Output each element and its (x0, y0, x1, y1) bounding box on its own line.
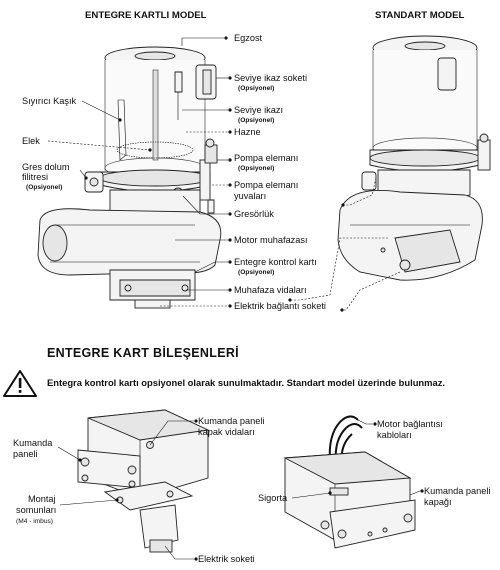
control-box-left-drawing (77, 409, 210, 553)
bottom-right-leaders (291, 419, 424, 499)
optional-tag: (Opsiyonel) (238, 117, 274, 124)
label-level-warning: Seviye ikazı (234, 105, 283, 115)
integrated-model-title: ENTEGRE KARTLI MODEL (85, 10, 207, 21)
integrated-pump-drawing (37, 46, 222, 309)
integrated-leaders (47, 36, 232, 308)
standard-pump-drawing (337, 35, 491, 281)
bottom-left-leaders (57, 419, 198, 561)
label-grease-nipple: Gresörlük (234, 209, 274, 219)
label-exhaust: Egzost (234, 33, 263, 43)
label-pump-element-seat-1: Pompa elemanı (234, 180, 298, 190)
warning-triangle-icon (3, 370, 37, 397)
optional-tag: (Opsiyonel) (238, 269, 274, 276)
label-level-warning-socket: Seviye ikaz soketi (234, 73, 307, 83)
label-pump-element-seat-2: yuvaları (234, 191, 266, 201)
label-control-card: Entegre kontrol kartı (234, 257, 317, 267)
label-housing-screws: Muhafaza vidaları (234, 285, 307, 295)
label-panel-cover-screws-1: Kumanda paneli (198, 416, 264, 426)
optional-tag: (Opsiyonel) (238, 85, 274, 92)
label-mount-nuts-spec: (M4 - imbus) (16, 518, 53, 525)
label-panel-cover-2: kapağı (424, 497, 452, 507)
label-control-panel-2: paneli (13, 449, 38, 459)
label-grease-filter-2: filitresi (22, 172, 48, 182)
label-control-panel-1: Kumanda (13, 438, 53, 448)
label-panel-cover-1: Kumanda paneli (424, 486, 490, 496)
optional-tag: (Opsiyonel) (26, 184, 62, 191)
section-heading: ENTEGRE KART BİLEŞENLERİ (47, 345, 239, 360)
label-grease-filter-1: Gres dolum (22, 162, 70, 172)
standard-model-title: STANDART MODEL (375, 10, 464, 21)
label-pump-element: Pompa elemanı (234, 153, 298, 163)
label-mount-nuts-1: Montaj (28, 494, 56, 504)
optional-tag: (Opsiyonel) (238, 165, 274, 172)
label-mount-nuts-2: somunları (16, 505, 56, 515)
label-panel-cover-screws-2: kapak vidaları (198, 427, 255, 437)
label-electric-socket-bottom: Elektrik soketi (198, 554, 255, 564)
label-reservoir: Hazne (234, 127, 261, 137)
label-electric-socket: Elektrik bağlantı soketi (234, 301, 326, 311)
control-box-right-drawing (283, 415, 416, 549)
label-motor-cables-1: Motor bağlantısı (377, 419, 443, 429)
label-fuse: Sigorta (258, 493, 288, 503)
label-strainer: Elek (22, 136, 40, 146)
standard-leaders (288, 177, 401, 312)
label-scraper-blade: Sıyırıcı Kaşık (22, 96, 77, 106)
warning-text: Entegra kontrol kartı opsiyonel olarak s… (47, 377, 445, 388)
label-motor-housing: Motor muhafazası (234, 235, 308, 245)
label-motor-cables-2: kabloları (377, 430, 412, 440)
